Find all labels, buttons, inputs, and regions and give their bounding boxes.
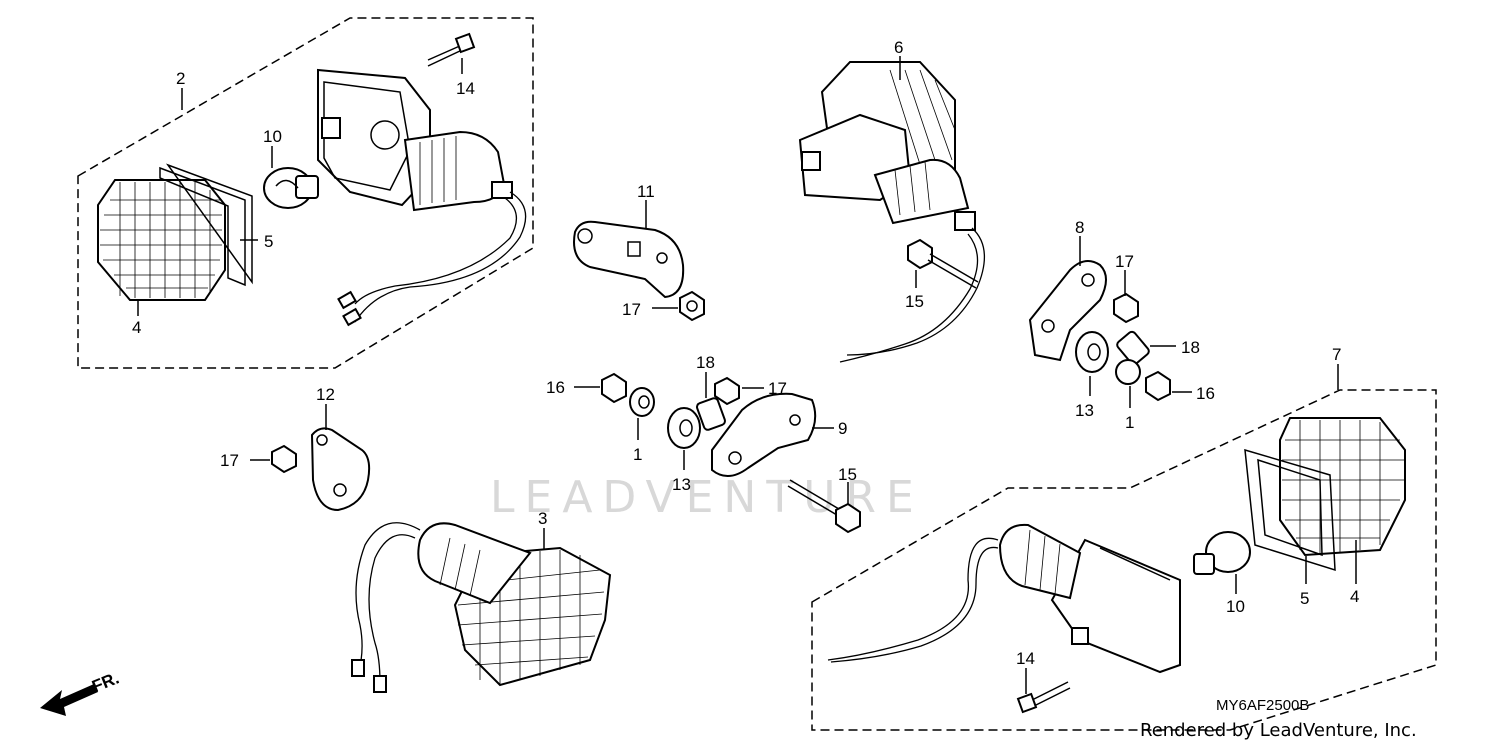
- bracket-11[interactable]: [573, 220, 685, 299]
- nut-17-d[interactable]: [271, 444, 297, 474]
- callout-9: 9: [838, 419, 847, 438]
- bracket-12[interactable]: [310, 427, 371, 512]
- callouts: 2 14 10 5 4 11 17 6 8 17 15 18 13 1 16 7…: [132, 38, 1359, 668]
- assembly-7-boundary: [811, 389, 1437, 731]
- callout-2: 2: [176, 69, 185, 88]
- callout-7: 7: [1332, 345, 1341, 364]
- winker-6[interactable]: [798, 61, 986, 363]
- callout-12: 12: [316, 385, 335, 404]
- callout-3: 3: [538, 509, 547, 528]
- collar-1-center[interactable]: [629, 387, 655, 417]
- callout-17-c: 17: [768, 379, 787, 398]
- screw-14-bottom[interactable]: [1016, 681, 1071, 714]
- nut-16-right[interactable]: [1145, 370, 1171, 402]
- collar-18-a[interactable]: [696, 397, 726, 431]
- callout-18-right: 18: [1181, 338, 1200, 357]
- bulb-10-right[interactable]: [1193, 531, 1251, 575]
- direction-label: FR.: [89, 668, 122, 696]
- front-direction-arrow: FR.: [40, 668, 122, 716]
- callout-17-d: 17: [220, 451, 239, 470]
- bulb-10-top-left[interactable]: [263, 167, 319, 209]
- callout-15-right: 15: [905, 292, 924, 311]
- callout-1-center: 1: [633, 445, 642, 464]
- callout-17-a: 17: [622, 300, 641, 319]
- nut-17-b[interactable]: [1113, 292, 1139, 324]
- housing-2[interactable]: [317, 68, 527, 327]
- callout-5-top: 5: [264, 232, 273, 251]
- cushion-13-center[interactable]: [667, 407, 701, 449]
- callout-16-center: 16: [546, 378, 565, 397]
- assembly-2-boundary: [77, 17, 534, 369]
- leader-lines: [137, 56, 1357, 694]
- callout-8: 8: [1075, 218, 1084, 237]
- diagram-code: MY6AF2500B: [1216, 697, 1309, 714]
- callout-6: 6: [894, 38, 903, 57]
- stay-8[interactable]: [1028, 260, 1107, 362]
- screw-14-top[interactable]: [427, 32, 476, 67]
- winker-3[interactable]: [351, 522, 612, 693]
- callout-14-top: 14: [456, 79, 475, 98]
- render-credit: Rendered by LeadVenture, Inc.: [1140, 720, 1417, 741]
- gasket-5-top-left[interactable]: [159, 163, 253, 287]
- callout-15-center: 15: [838, 465, 857, 484]
- gasket-5-right[interactable]: [1244, 448, 1336, 572]
- lens-4-top-left[interactable]: [97, 179, 226, 301]
- bolt-15-right[interactable]: [907, 238, 979, 289]
- callout-13-center: 13: [672, 475, 691, 494]
- callout-17-b: 17: [1115, 252, 1134, 271]
- callout-4-right: 4: [1350, 587, 1359, 606]
- callout-10-top: 10: [263, 127, 282, 146]
- collar-1-right[interactable]: [1115, 359, 1141, 385]
- collar-18-b[interactable]: [1116, 330, 1151, 366]
- lens-4-right[interactable]: [1279, 417, 1406, 557]
- callout-4-top: 4: [132, 318, 141, 337]
- nut-17-a[interactable]: [679, 290, 705, 322]
- callout-5-right: 5: [1300, 589, 1309, 608]
- callout-16-right: 16: [1196, 384, 1215, 403]
- callout-13-right: 13: [1075, 401, 1094, 420]
- bracket-9[interactable]: [711, 392, 817, 477]
- nut-17-c[interactable]: [714, 376, 740, 406]
- nut-16-center[interactable]: [601, 372, 627, 404]
- callout-1-right: 1: [1125, 413, 1134, 432]
- housing-7[interactable]: [827, 523, 1181, 674]
- callout-11: 11: [637, 182, 655, 201]
- cushion-13-right[interactable]: [1075, 331, 1109, 373]
- callout-14-bottom: 14: [1016, 649, 1035, 668]
- callout-18-center: 18: [696, 353, 715, 372]
- callout-10-right: 10: [1226, 597, 1245, 616]
